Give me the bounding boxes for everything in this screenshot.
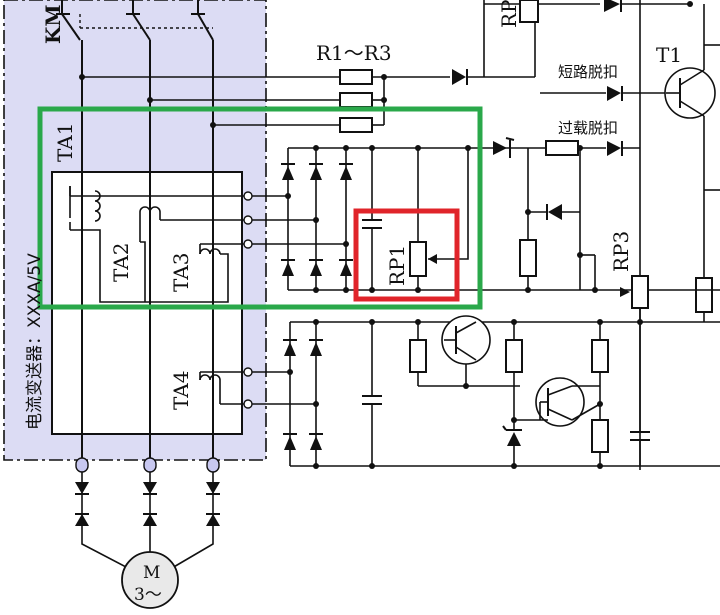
ct-housing — [51, 171, 243, 435]
label-rp-top: RP — [497, 0, 521, 28]
phase-taps — [79, 74, 340, 128]
rp1-potentiometer — [409, 241, 427, 277]
label-short-trip: 短路脱扣 — [558, 63, 618, 81]
motor-feed — [75, 457, 220, 609]
resistors-r1-r3 — [339, 69, 484, 133]
label-ta1: TA1 — [53, 123, 77, 162]
contactor-km — [56, 0, 214, 41]
label-ta4: TA4 — [169, 371, 193, 410]
top-right-circuit — [483, 0, 720, 470]
red-highlight-box — [353, 208, 460, 302]
motor-m — [121, 551, 179, 609]
label-rp1: RP1 — [385, 245, 409, 286]
label-motor-m: M — [143, 563, 160, 583]
label-km: KM — [41, 4, 65, 44]
t1-transistor — [664, 67, 716, 119]
zener-section — [493, 137, 649, 322]
label-r1-r3: R1～R3 — [316, 41, 392, 65]
ct-coils — [69, 186, 253, 409]
rp3-resistor — [631, 275, 649, 309]
label-ta3: TA3 — [169, 253, 193, 292]
label-ta2: TA2 — [109, 243, 133, 282]
label-motor-phase: 3～ — [134, 585, 162, 605]
upper-rectifier — [248, 145, 720, 293]
green-highlight-box — [37, 106, 483, 310]
rp-top-resistor — [519, 0, 539, 23]
lower-circuit — [248, 315, 720, 469]
label-transmitter: 电流变送器：XXXA/5V — [25, 253, 45, 430]
label-overload-trip: 过载脱扣 — [558, 119, 618, 137]
label-rp3: RP3 — [609, 231, 633, 272]
label-t1: T1 — [656, 43, 682, 67]
